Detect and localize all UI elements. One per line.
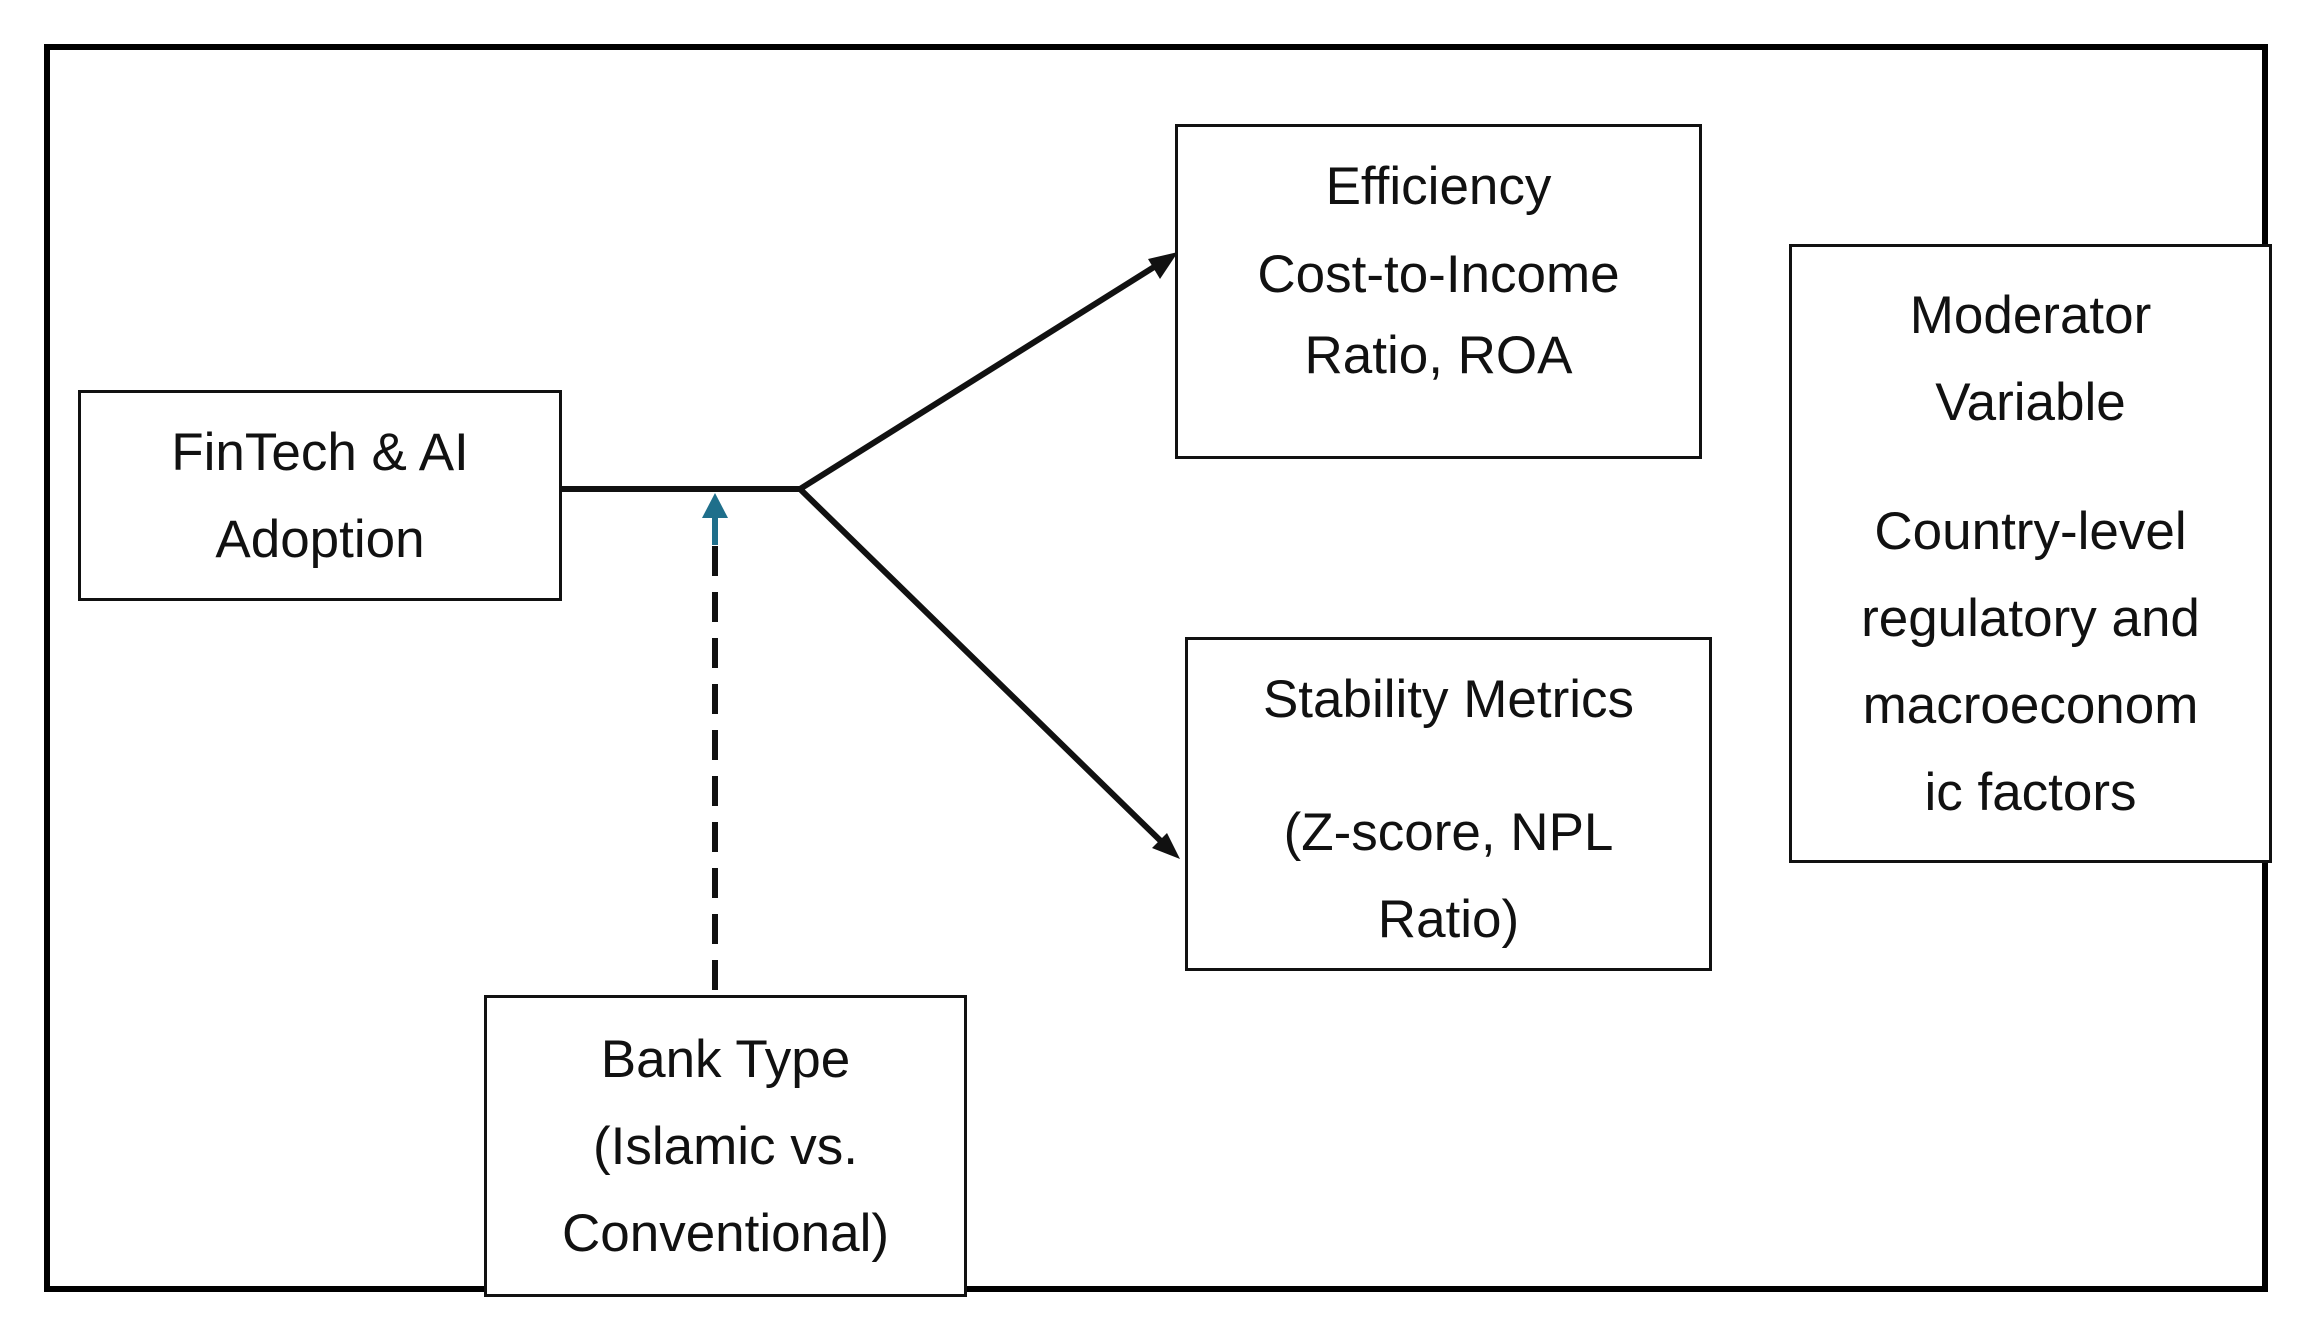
moderator-detail-line-1: Country-level [1874, 501, 2187, 561]
arrowhead-efficiency [1148, 252, 1178, 279]
stability-metric-line-2: Ratio) [1377, 890, 1520, 949]
bank-type-line-2: (Islamic vs. [593, 1116, 858, 1176]
efficiency-metric-line-2: Ratio, ROA [1304, 326, 1573, 385]
arrow-to-efficiency [798, 254, 1172, 492]
efficiency-title: Efficiency [1325, 157, 1552, 216]
arrowhead-stability [1152, 833, 1180, 859]
stability-metric-line-1: (Z-score, NPL [1283, 803, 1614, 862]
bank-type-line-1: Bank Type [600, 1029, 851, 1089]
bank-type-line-3: Conventional) [561, 1203, 890, 1263]
fintech-adoption-box: FinTech & AI Adoption [78, 390, 562, 601]
bank-type-box: Bank Type (Islamic vs. Conventional) [484, 995, 967, 1297]
moderator-detail-line-3: macroeconom [1862, 675, 2199, 735]
stability-title: Stability Metrics [1262, 670, 1635, 729]
efficiency-metric-line-1: Cost-to-Income [1257, 245, 1620, 304]
moderation-arrowhead [702, 493, 728, 518]
moderator-detail-line-4: ic factors [1924, 762, 2137, 822]
fintech-adoption-line-2: Adoption [215, 509, 425, 569]
efficiency-box: Efficiency Cost-to-Income Ratio, ROA [1175, 124, 1702, 459]
arrow-to-stability [797, 486, 1173, 853]
moderator-title-line-2: Variable [1935, 372, 2126, 432]
moderator-variable-box: Moderator Variable Country-level regulat… [1789, 244, 2272, 863]
stability-metrics-box: Stability Metrics (Z-score, NPL Ratio) [1185, 637, 1712, 971]
moderator-title-line-1: Moderator [1909, 285, 2152, 345]
fintech-adoption-line-1: FinTech & AI [171, 422, 469, 482]
moderator-detail-line-2: regulatory and [1861, 588, 2200, 648]
